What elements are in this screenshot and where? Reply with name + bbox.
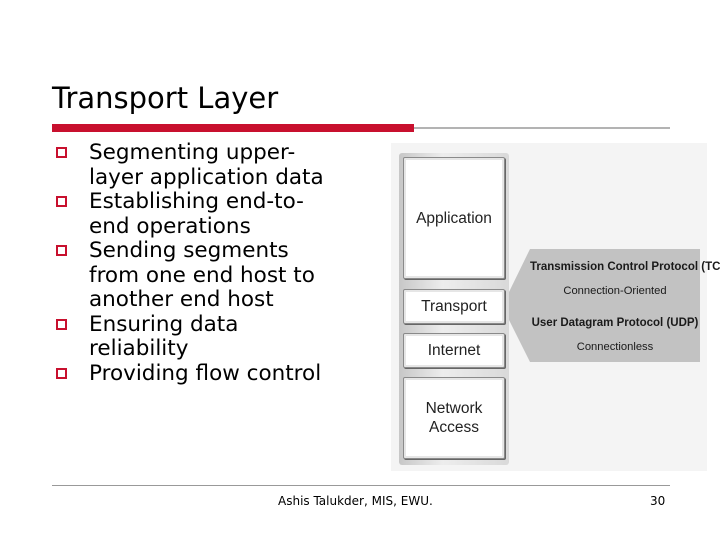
square-bullet-icon [56, 196, 67, 207]
layer-network-access: Network Access [403, 377, 505, 459]
bullet-item: Establishing end-to- end operations [54, 189, 374, 239]
square-bullet-icon [56, 147, 67, 158]
bullet-line: end operations [89, 213, 251, 239]
square-bullet-icon [56, 367, 67, 379]
layer-label: Access [429, 419, 479, 436]
bullet-line: Ensuring data [89, 311, 239, 337]
bullet-line: Sending segments [89, 238, 289, 263]
protocol-tcp: Transmission Control Protocol (TCP) [530, 261, 720, 273]
bullet-item: Ensuring data reliability [54, 311, 374, 362]
bullet-item: Providing flow control [54, 360, 374, 387]
bullet-list: Segmenting upper- layer application data… [54, 140, 374, 387]
layer-label: Network [425, 400, 483, 417]
layer-application: Application [403, 157, 505, 279]
bullet-line: reliability [89, 336, 189, 361]
layer-label: Internet [427, 342, 481, 359]
protocol-callout: Transmission Control Protocol (TCP) Conn… [530, 249, 720, 362]
bullet-line: Establishing end-to- [89, 189, 304, 214]
slide-title: Transport Layer [52, 81, 279, 115]
square-bullet-icon [56, 245, 67, 256]
layer-stack: Application Transport Internet Network A… [399, 153, 509, 465]
layer-label: Transport [421, 298, 487, 315]
tcpip-model-figure: Application Transport Internet Network A… [391, 143, 720, 471]
protocol-udp-type: Connectionless [576, 341, 654, 353]
bullet-line: another end host [89, 287, 274, 312]
square-bullet-icon [56, 318, 67, 330]
footer-author: Ashis Talukder, MIS, EWU. [278, 494, 433, 508]
page-number: 30 [650, 494, 666, 508]
bullet-line: Segmenting upper- [89, 140, 296, 165]
title-underline-rule [414, 127, 670, 129]
bullet-item: Sending segments from one end host to an… [54, 238, 374, 313]
layer-internet: Internet [403, 333, 505, 368]
protocol-tcp-type: Connection-Oriented [563, 285, 667, 297]
bullet-line: layer application data [89, 164, 324, 190]
protocol-udp: User Datagram Protocol (UDP) [531, 317, 699, 329]
bullet-line: Providing flow control [89, 360, 322, 386]
layer-label: Application [416, 209, 492, 227]
callout-wedge [509, 249, 530, 362]
bullet-line: from one end host to [89, 262, 315, 288]
title-underline-accent [52, 124, 414, 132]
bullet-item: Segmenting upper- layer application data [54, 140, 374, 190]
footer-rule [52, 485, 670, 486]
layer-transport: Transport [403, 289, 505, 324]
